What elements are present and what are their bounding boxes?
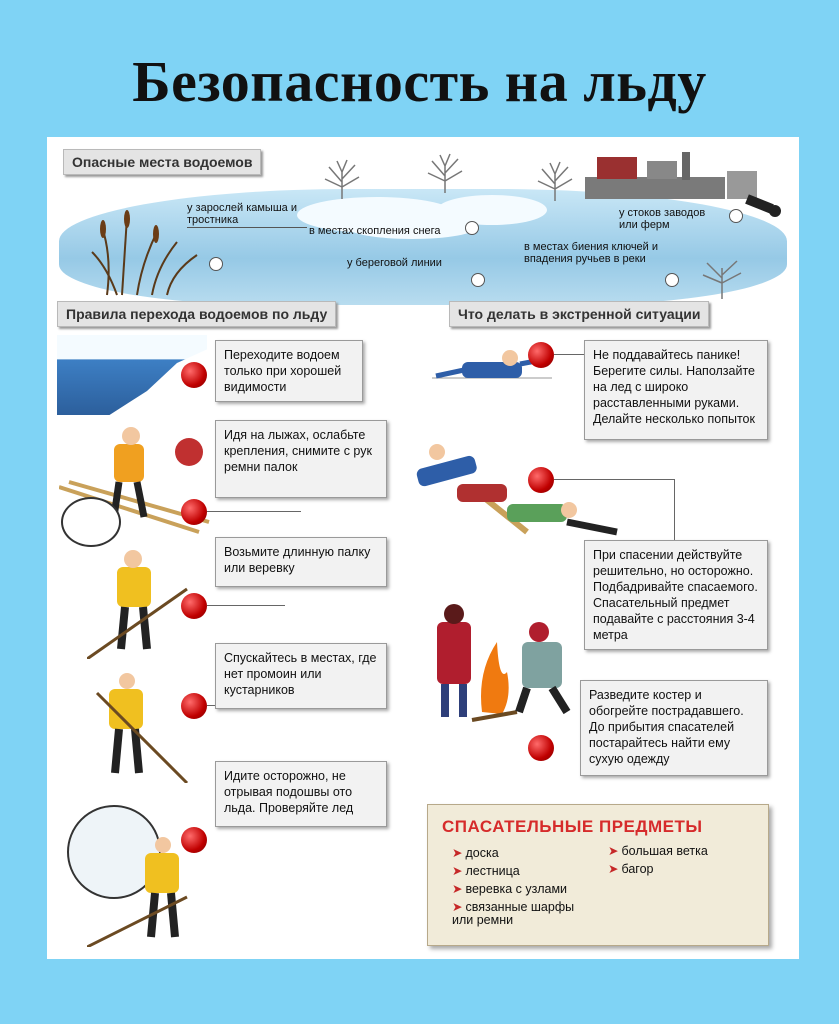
rule-box: Спускайтесь в местах, где нет промоин ил…	[215, 643, 387, 709]
bullet-ball	[181, 362, 207, 388]
rule-box: Идите осторожно, не отрывая подошвы ото …	[215, 761, 387, 827]
label-shore: у береговой линии	[347, 257, 442, 269]
bullet-ball	[528, 735, 554, 761]
arrow-icon: ➤	[452, 846, 463, 860]
rule-box: Переходите водоем только при хорошей вид…	[215, 340, 363, 402]
emergency-box: При спасении действуйте решительно, но о…	[584, 540, 768, 650]
arrow-icon: ➤	[608, 844, 619, 858]
label-reeds: у зарослей камыша и тростника	[187, 202, 297, 226]
section-header-crossing-rules: Правила перехода водоемов по льду	[57, 301, 337, 327]
rescue-item: ➤веревка с узлами	[452, 882, 568, 896]
label-springs: в местах биения ключей и впадения ручьев…	[524, 241, 659, 265]
bullet-ball	[181, 499, 207, 525]
section-header-emergency: Что делать в экстренной ситуации	[449, 301, 710, 327]
connector-line	[207, 511, 301, 513]
marker-pin	[465, 221, 479, 235]
factory-icon	[585, 152, 781, 217]
connector-line	[207, 605, 285, 607]
rescue-item: ➤большая ветка	[608, 844, 708, 858]
rescue-item: ➤лестница	[452, 864, 520, 878]
section-header-dangerous-places: Опасные места водоемов	[63, 149, 262, 175]
arrow-icon: ➤	[452, 900, 463, 914]
connector-line	[554, 354, 584, 356]
rule-box: Возьмите длинную палку или веревку	[215, 537, 387, 587]
person-descending-illustration	[95, 673, 189, 783]
snow-drift	[347, 215, 477, 239]
label-drains: у стоков заводов или ферм	[619, 207, 706, 231]
reeds-icon	[91, 210, 198, 296]
emergency-box: Не поддавайтесь панике! Берегите силы. Н…	[584, 340, 768, 440]
bare-tree-icon	[427, 153, 463, 193]
arrow-icon: ➤	[452, 864, 463, 878]
bullet-ball	[181, 593, 207, 619]
rescue-item: ➤багор	[608, 862, 654, 876]
marker-pin	[471, 273, 485, 287]
marker-pin	[209, 257, 223, 271]
rescue-items-title: СПАСАТЕЛЬНЫЕ ПРЕДМЕТЫ	[442, 817, 703, 836]
rule-box: Идя на лыжах, ослабьте крепления, снимит…	[215, 420, 387, 498]
rescue-items-panel: СПАСАТЕЛЬНЫЕ ПРЕДМЕТЫ ➤доска ➤лестница ➤…	[427, 804, 769, 946]
rescue-item: ➤связанные шарфы или ремни	[452, 900, 575, 927]
bare-tree-icon	[702, 260, 742, 299]
rescue-illustration	[416, 444, 618, 536]
bullet-ball	[181, 827, 207, 853]
poster: Опасные места водоемов у зарослей камыша…	[47, 137, 799, 959]
arrow-icon: ➤	[452, 882, 463, 896]
bullet-ball	[528, 342, 554, 368]
person-with-stick-illustration	[87, 550, 188, 659]
arrow-icon: ➤	[608, 862, 619, 876]
bullet-ball	[181, 693, 207, 719]
bullet-ball	[528, 467, 554, 493]
rescue-item: ➤доска	[452, 846, 499, 860]
label-snow: в местах скопления снега	[309, 225, 441, 237]
label-leader-line	[187, 227, 307, 228]
emergency-box: Разведите костер и обогрейте пострадавше…	[580, 680, 768, 776]
ski-binding-inset	[61, 497, 121, 547]
marker-pin	[729, 209, 743, 223]
bare-tree-icon	[537, 161, 573, 201]
person-walking-illustration	[87, 837, 188, 947]
campfire-illustration	[437, 604, 571, 722]
bare-tree-icon	[324, 159, 360, 199]
marker-pin	[665, 273, 679, 287]
connector-line	[554, 479, 675, 540]
page-title: Безопасность на льду	[132, 49, 707, 114]
